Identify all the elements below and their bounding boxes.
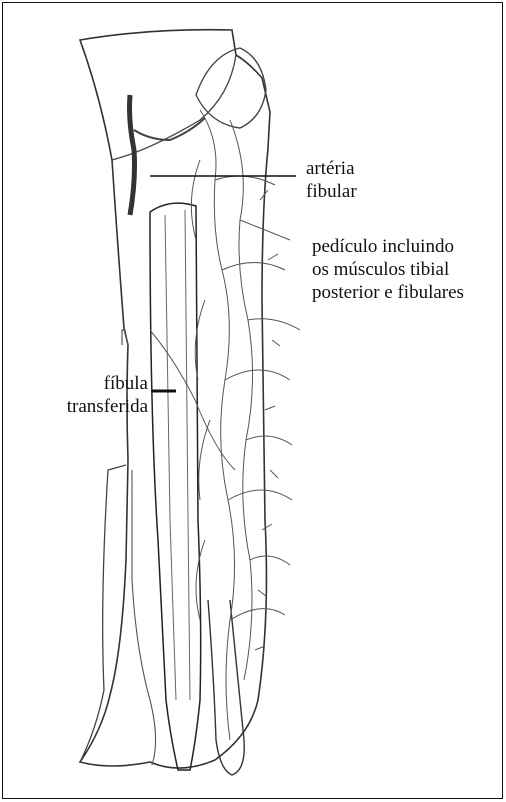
fibular-artery [130, 95, 135, 215]
tibia-cortex [122, 330, 128, 345]
label-pediculo: pedículo incluindo os músculos tibial po… [312, 235, 464, 304]
transferred-fibula-inner [165, 210, 190, 700]
tibia-distal-cortex-2 [132, 470, 156, 765]
fibula-head [196, 48, 266, 128]
pedicle-vessel-network [150, 110, 300, 740]
label-arteria-fibular: artéria fibular [306, 157, 357, 203]
label-fibula-transferida: fíbula transferida [32, 372, 148, 418]
